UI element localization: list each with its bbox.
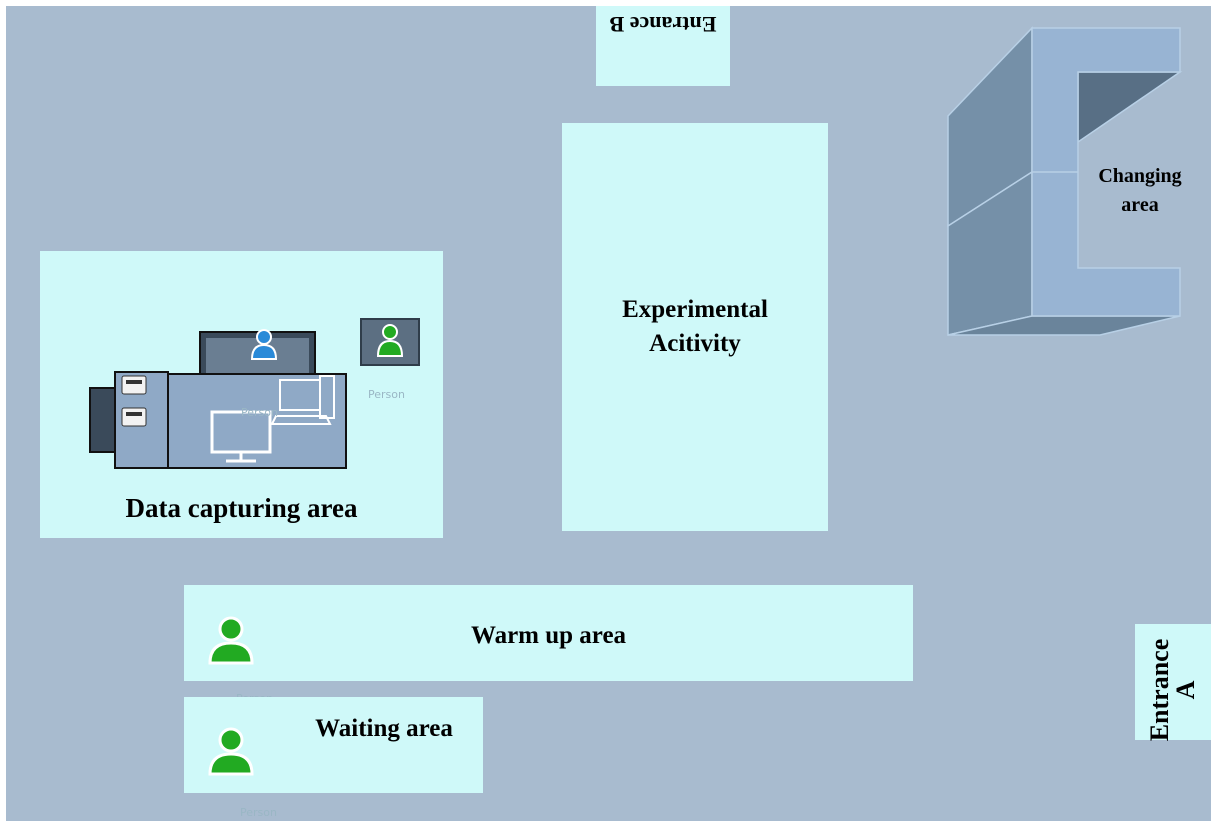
changing-area-structure bbox=[947, 26, 1183, 336]
printer-icon bbox=[121, 407, 147, 427]
person-label: Person bbox=[240, 806, 277, 819]
data-capturing-equipment bbox=[89, 331, 347, 469]
entrance-a-zone bbox=[1135, 624, 1211, 740]
warm-up-label: Warm up area bbox=[470, 622, 627, 649]
entrance-a-label: Entrance A bbox=[1145, 638, 1200, 742]
person-icon bbox=[360, 318, 420, 366]
waiting-label: Waiting area bbox=[315, 715, 453, 742]
entrance-b-zone: Entrance B bbox=[596, 6, 730, 86]
changing-area-label: Changing area bbox=[1098, 165, 1182, 216]
person-icon bbox=[208, 727, 254, 776]
monitor-icon bbox=[210, 410, 272, 463]
entrance-b-label: Entrance B bbox=[609, 12, 717, 37]
warm-up-zone: Warm up area bbox=[184, 585, 913, 681]
printer-icon bbox=[121, 375, 147, 395]
experimental-activity-label: Experimental Acitivity bbox=[622, 296, 768, 357]
experimental-activity-zone: Experimental Acitivity bbox=[562, 123, 828, 531]
person-label: Person bbox=[241, 406, 278, 419]
data-capturing-label: Data capturing area bbox=[125, 493, 358, 523]
person-icon bbox=[250, 329, 278, 360]
person-icon bbox=[208, 616, 254, 665]
person-label: Person bbox=[368, 388, 405, 401]
computer-icon bbox=[270, 375, 335, 425]
